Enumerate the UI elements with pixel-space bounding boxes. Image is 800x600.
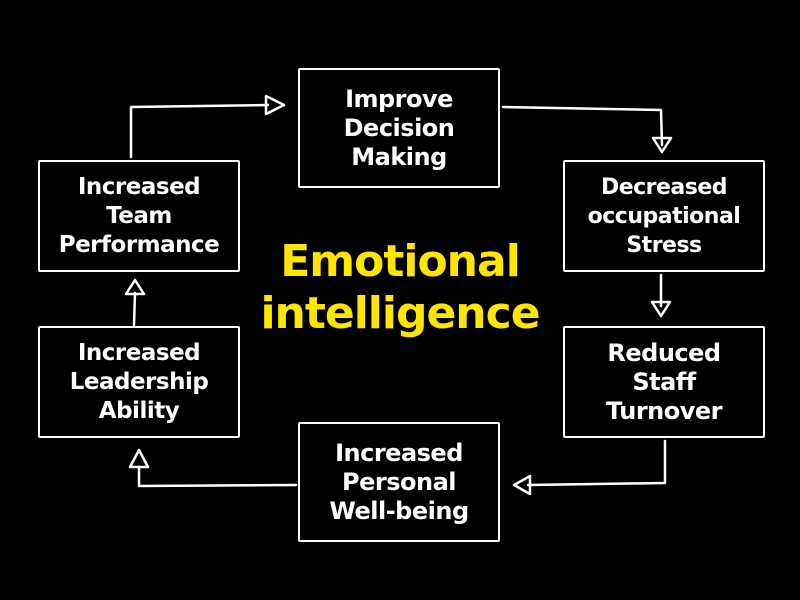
node-text-line: Increased <box>77 173 201 200</box>
connector-team-performance-to-decision <box>129 103 270 159</box>
node-text-line: Personal <box>342 467 456 496</box>
node-text-line: Reduced <box>607 338 721 367</box>
node-reduced-staff-turnover: Reduced Staff Turnover <box>563 326 765 438</box>
node-text-line: occupational <box>587 203 741 229</box>
node-text-line: Performance <box>58 231 220 258</box>
node-text-line: Making <box>351 142 447 171</box>
arrowhead-into-decreased-stress <box>651 136 673 154</box>
node-text-line: Turnover <box>606 396 723 425</box>
connector-reduced-turnover-to-personal-wellbeing <box>526 439 667 487</box>
node-text-line: Decreased <box>600 174 728 200</box>
node-text-line: Increased <box>77 339 201 366</box>
node-increased-personal-wellbeing: Increased Personal Well-being <box>298 422 500 542</box>
node-text-line: Improve <box>345 84 453 113</box>
center-title-line: Emotional <box>280 236 521 287</box>
center-title-line: intelligence <box>260 288 540 339</box>
node-text-line: Decision <box>343 113 455 142</box>
node-increased-leadership-ability: Increased Leadership Ability <box>38 326 240 438</box>
node-decreased-occupational-stress: Decreased occupational Stress <box>563 160 765 272</box>
center-title: Emotional intelligence <box>240 236 560 340</box>
arrowhead-into-leadership <box>128 448 150 469</box>
connector-leadership-to-team-performance <box>132 291 137 327</box>
node-text-line: Staff <box>632 367 696 396</box>
node-increased-team-performance: Increased Team Performance <box>38 160 240 272</box>
connector-top-to-decreased-stress <box>501 105 664 147</box>
node-text-line: Leadership <box>69 368 209 395</box>
arrowhead-into-team-performance <box>124 278 146 296</box>
node-text-line: Increased <box>335 438 463 467</box>
node-improve-decision-making: Improve Decision Making <box>298 68 500 188</box>
node-text-line: Ability <box>98 397 180 424</box>
node-text-line: Well-being <box>329 496 469 525</box>
arrowhead-into-personal-wellbeing <box>512 474 532 496</box>
node-text-line: Team <box>106 202 172 229</box>
connector-personal-wellbeing-to-leadership <box>137 465 298 488</box>
arrowhead-into-decision <box>264 94 286 116</box>
node-text-line: Stress <box>626 232 702 258</box>
arrowhead-into-reduced-turnover <box>650 300 672 318</box>
